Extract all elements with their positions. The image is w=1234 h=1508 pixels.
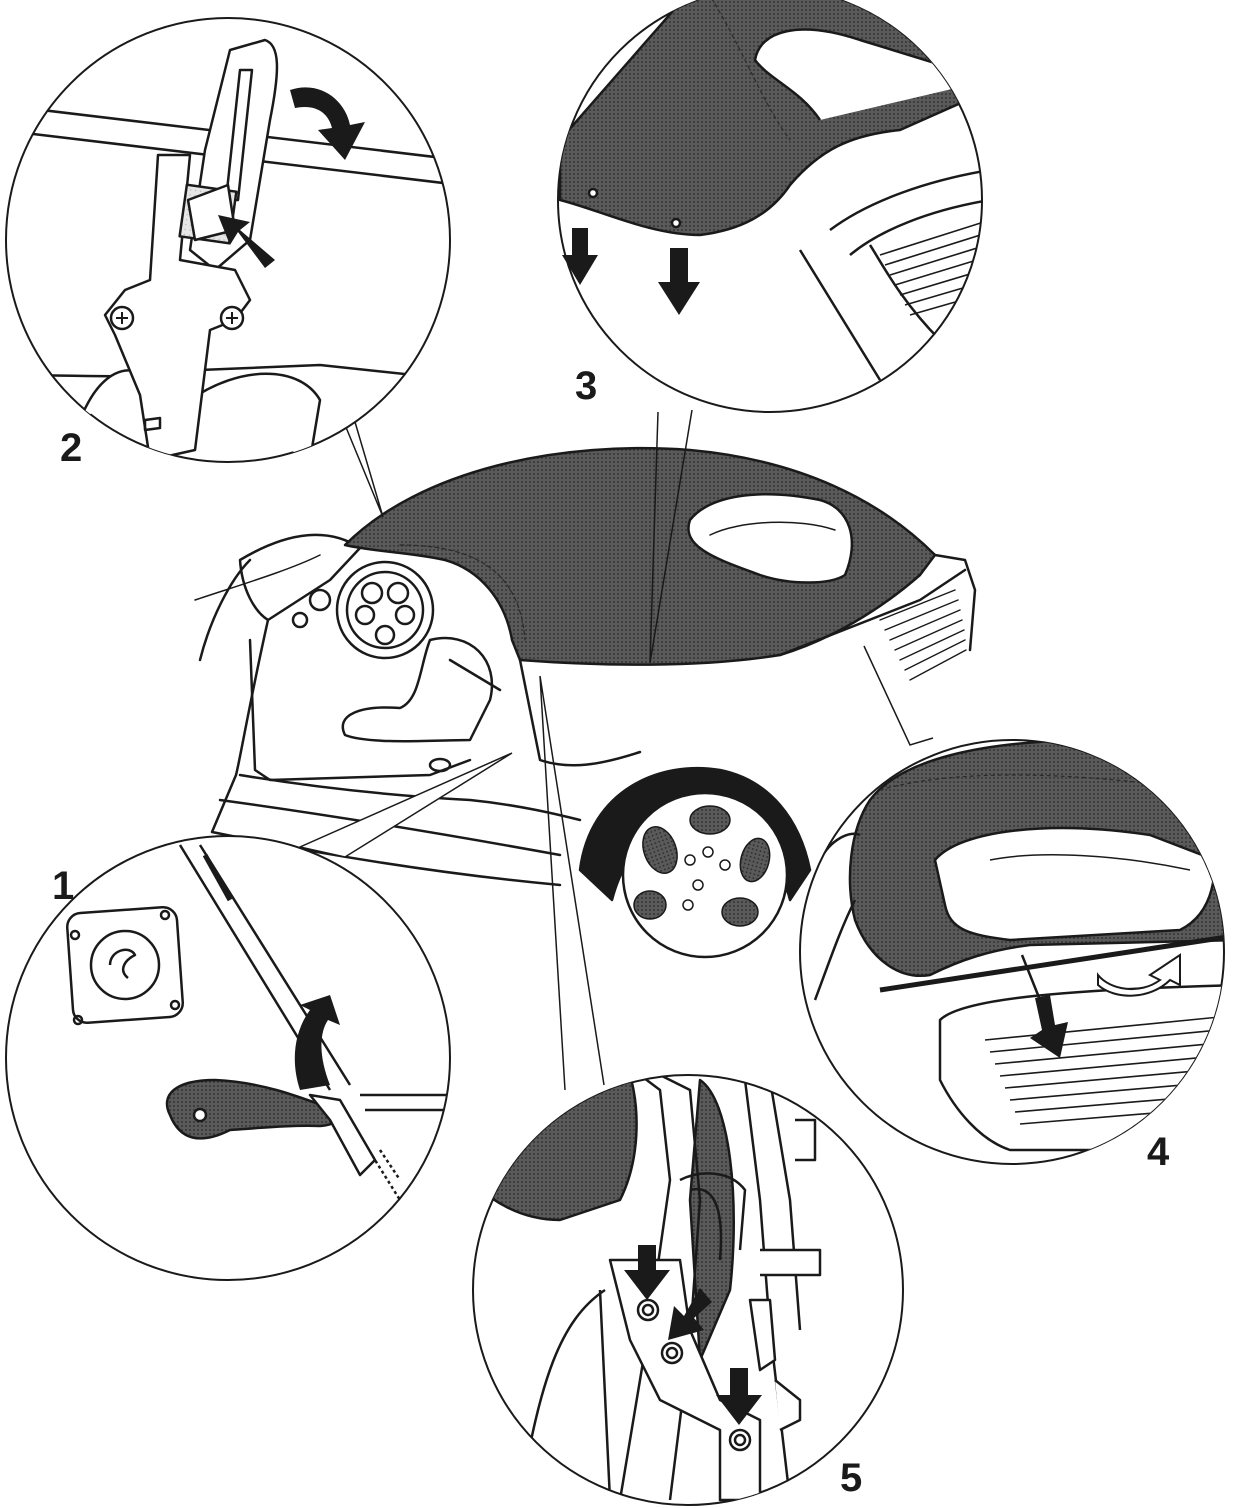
bolt-icon [638, 1300, 658, 1320]
step-number-2: 2 [60, 428, 82, 468]
callout-4-rear-lid [800, 740, 1234, 1164]
bolt-icon [730, 1430, 750, 1450]
cover-plate [66, 906, 183, 1024]
bolt-icon [662, 1343, 682, 1363]
step-number-1: 1 [52, 866, 74, 906]
callout-2-latch [0, 18, 460, 462]
step-number-5: 5 [840, 1458, 862, 1498]
rear-grille [880, 590, 966, 680]
step-number-4: 4 [1147, 1132, 1169, 1172]
pillar-fabric [470, 1075, 637, 1220]
steering-wheel [337, 562, 433, 658]
callout-5-mounting-bolts [470, 1075, 903, 1505]
step-number-3: 3 [575, 366, 597, 406]
rear-wheel [580, 768, 810, 957]
callout-3-roof-edge [558, 0, 990, 412]
